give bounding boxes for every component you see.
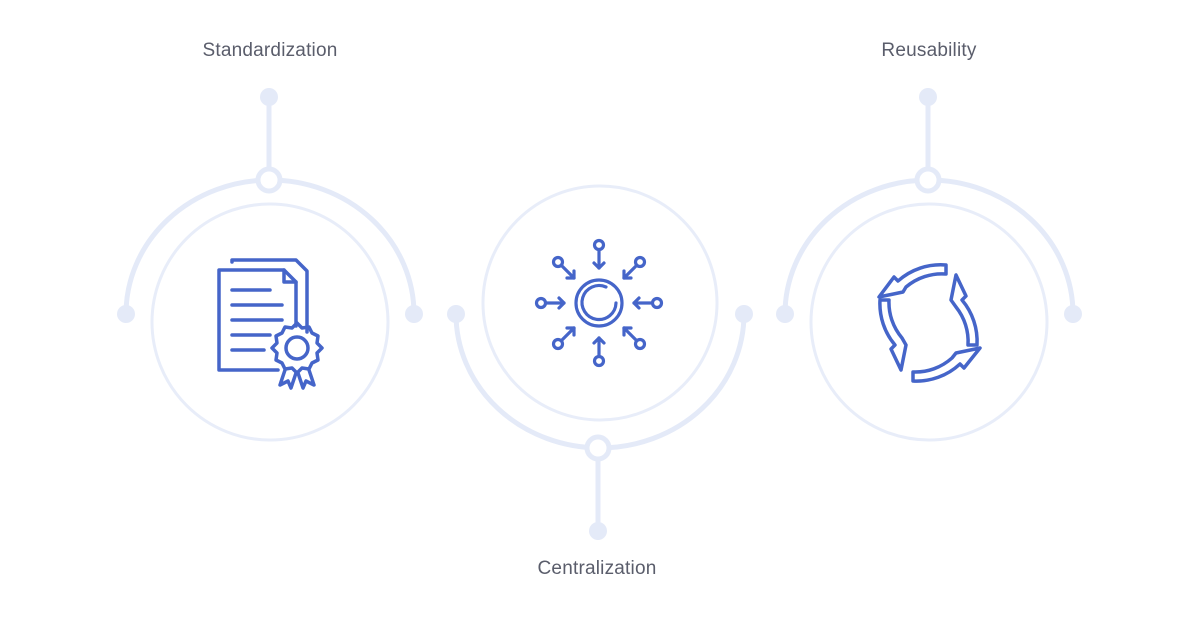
inner-circle [809, 202, 1049, 442]
node-label-centralization: Centralization [537, 558, 657, 579]
arc-end-dot [1064, 305, 1082, 323]
inner-circle [481, 184, 719, 422]
node-label-standardization: Standardization [202, 40, 338, 61]
connector-end-dot [919, 88, 937, 106]
arc-end-dot [735, 305, 753, 323]
node-reusability [776, 88, 1082, 442]
node-centralization [447, 184, 753, 540]
inner-circle [150, 202, 390, 442]
connector-joint [584, 434, 612, 462]
connector-end-dot [589, 522, 607, 540]
arc-end-dot [447, 305, 465, 323]
arc-end-dot [117, 305, 135, 323]
node-standardization [117, 88, 423, 442]
connector-end-dot [260, 88, 278, 106]
node-label-reusability: Reusability [881, 40, 977, 61]
arc-end-dot [405, 305, 423, 323]
arc-end-dot [776, 305, 794, 323]
hub-arrows-icon [534, 238, 664, 368]
connector-joint [914, 166, 942, 194]
connector-joint [255, 166, 283, 194]
recycle-arrows-icon [877, 263, 982, 383]
certified-document-icon [217, 258, 324, 390]
